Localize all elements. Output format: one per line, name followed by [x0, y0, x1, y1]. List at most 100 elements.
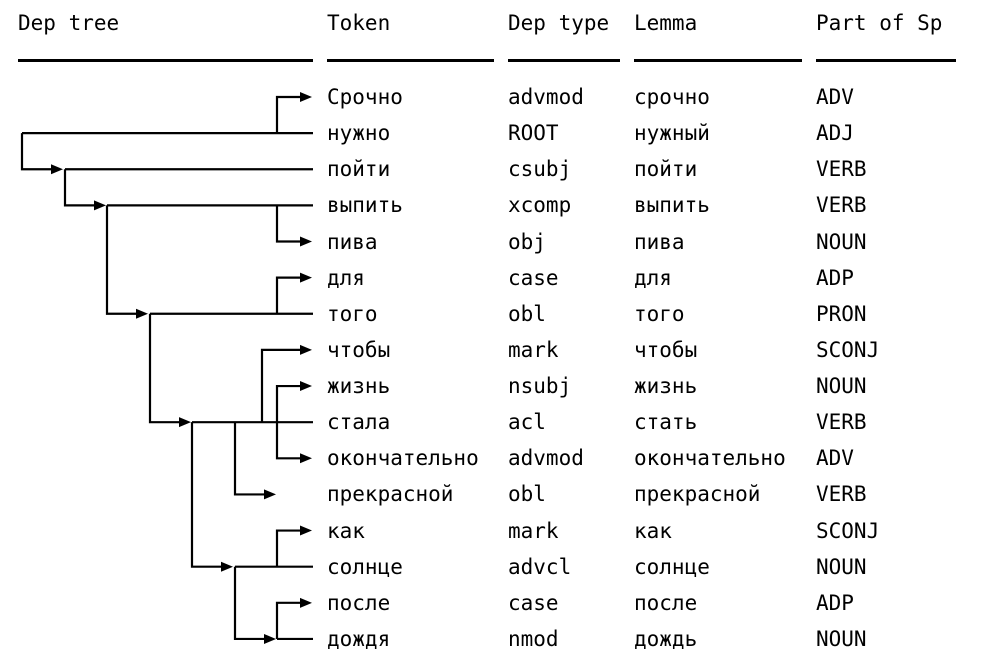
header-part-of-speech: Part of Sp	[816, 11, 943, 35]
cell-pos: VERB	[816, 482, 867, 507]
arc-3-6	[105, 205, 138, 315]
cell-token: после	[327, 590, 391, 615]
cell-token: пива	[327, 229, 378, 254]
header-dep-type: Dep type	[508, 11, 610, 35]
cell-pos: NOUN	[816, 374, 867, 399]
cell-token: дождя	[327, 626, 391, 651]
arrowhead	[300, 92, 312, 102]
arrowhead	[51, 164, 63, 175]
header-divider-lemma	[634, 59, 802, 62]
header-dep-tree: Dep tree	[18, 11, 120, 35]
arrowhead	[300, 272, 312, 283]
cell-token: нужно	[327, 121, 391, 146]
cell-token: чтобы	[327, 337, 391, 362]
arrowhead	[136, 308, 148, 319]
arc-1-0	[275, 95, 302, 134]
arrowhead	[300, 453, 312, 464]
cell-token: прекрасной	[327, 482, 454, 507]
cell-dep: case	[508, 590, 559, 615]
arrowhead	[264, 489, 276, 500]
cell-pos: ADV	[816, 446, 854, 471]
cell-lemma: после	[634, 590, 698, 615]
arc-9-7	[260, 348, 302, 423]
cell-lemma: как	[634, 518, 672, 543]
header-token: Token	[327, 11, 391, 35]
cell-dep: mark	[508, 337, 559, 362]
cell-token: солнце	[327, 554, 403, 579]
arrowhead	[94, 200, 106, 211]
cell-dep: obl	[508, 301, 546, 326]
cell-dep: xcomp	[508, 193, 572, 218]
cell-pos: SCONJ	[816, 518, 880, 543]
cell-lemma: солнце	[634, 554, 710, 579]
cell-token: жизнь	[327, 374, 391, 399]
cell-pos: ADP	[816, 590, 854, 615]
arrowhead	[264, 633, 276, 644]
arc-9-10	[275, 422, 302, 460]
cell-lemma: пива	[634, 229, 685, 254]
cell-pos: NOUN	[816, 554, 867, 579]
cell-pos: ADP	[816, 265, 854, 290]
arrowhead	[300, 344, 312, 355]
cell-lemma: стать	[634, 410, 698, 435]
cell-dep: obj	[508, 229, 546, 254]
arc-6-9	[148, 313, 181, 424]
header-divider-tree	[18, 59, 313, 62]
cell-dep: obl	[508, 482, 546, 507]
cell-dep: nsubj	[508, 374, 572, 399]
cell-dep: advmod	[508, 85, 584, 109]
cell-dep: csubj	[508, 157, 572, 182]
cell-lemma: прекрасной	[634, 482, 761, 507]
cell-dep: mark	[508, 518, 559, 543]
cell-dep: case	[508, 265, 559, 290]
cell-dep: acl	[508, 410, 546, 435]
arc-13-15	[233, 566, 266, 641]
cell-token: для	[327, 265, 365, 290]
arc-2-3	[63, 169, 96, 207]
header-divider-token	[327, 59, 494, 62]
arrowhead	[300, 597, 312, 608]
cell-lemma: пойти	[634, 157, 698, 182]
arc-9-13	[190, 422, 223, 568]
cell-dep: advmod	[508, 446, 584, 471]
cell-lemma: чтобы	[634, 337, 698, 362]
cell-lemma: выпить	[634, 193, 710, 218]
cell-dep: ROOT	[508, 121, 559, 146]
cell-lemma: срочно	[634, 85, 710, 109]
cell-token: стала	[327, 410, 391, 435]
cell-pos: VERB	[816, 410, 867, 435]
header-lemma: Lemma	[634, 11, 698, 35]
arc-9-8	[275, 384, 302, 423]
cell-lemma: жизнь	[634, 374, 698, 399]
cell-pos: NOUN	[816, 626, 867, 651]
cell-lemma: нужный	[634, 121, 710, 146]
cell-lemma: окончательно	[634, 446, 786, 471]
header-divider-dep	[508, 59, 620, 62]
cell-token: того	[327, 301, 378, 326]
arc-9-11	[233, 422, 266, 496]
cell-lemma: того	[634, 301, 685, 326]
cell-pos: NOUN	[816, 229, 867, 254]
cell-pos: VERB	[816, 157, 867, 182]
cell-pos: ADJ	[816, 121, 854, 146]
cell-token: Срочно	[327, 85, 403, 109]
cell-dep: nmod	[508, 626, 559, 651]
header-divider-pos	[816, 59, 956, 62]
cell-lemma: для	[634, 265, 672, 290]
arc-6-5	[275, 276, 302, 314]
cell-pos: ADV	[816, 85, 854, 109]
cell-token: окончательно	[327, 446, 479, 471]
cell-dep: advcl	[508, 554, 572, 579]
arc-3-4	[275, 205, 302, 243]
cell-pos: SCONJ	[816, 337, 880, 362]
cell-lemma: дождь	[634, 626, 698, 651]
cell-token: пойти	[327, 157, 391, 182]
cell-token: выпить	[327, 193, 403, 218]
arrowhead	[300, 525, 312, 536]
cell-pos: VERB	[816, 193, 867, 218]
arrowhead	[300, 236, 312, 247]
arc-1-2	[20, 133, 53, 171]
arc-15-14	[275, 601, 302, 639]
